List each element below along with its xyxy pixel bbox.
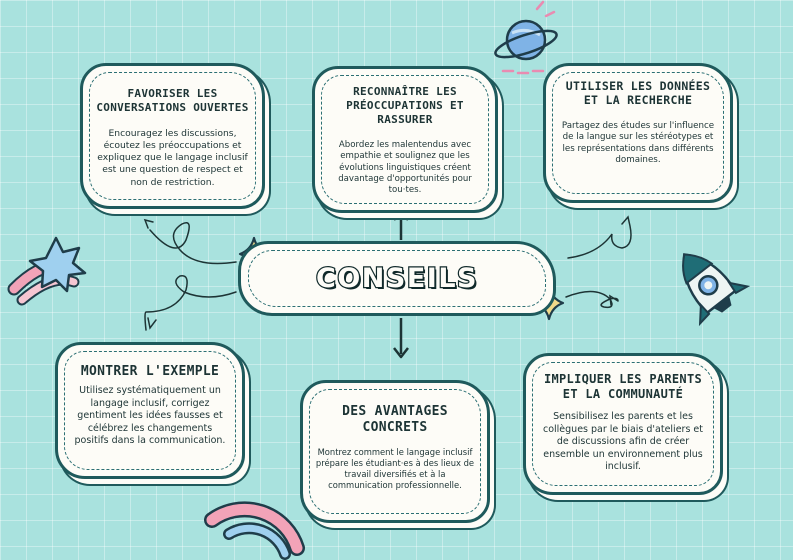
central-node: CONSEILS (238, 241, 556, 316)
card-impliquer: IMPLIQUER LES PARENTS ET LA COMMUNAUTÉ S… (523, 353, 723, 495)
connector-arrows (143, 215, 632, 331)
card-favoriser: FAVORISER LES CONVERSATIONS OUVERTES Enc… (80, 63, 265, 209)
card-title: DES AVANTAGES CONCRETS (342, 404, 448, 436)
card-text: Abordez les malentendus avec empathie et… (338, 140, 472, 196)
card-utiliser: UTILISER LES DONNÉES ET LA RECHERCHE Par… (543, 63, 733, 203)
card-avantages: DES AVANTAGES CONCRETS Montrez comment l… (300, 380, 490, 523)
rocket-icon (682, 253, 751, 327)
card-title: IMPLIQUER LES PARENTS ET LA COMMUNAUTÉ (543, 372, 703, 401)
card-text: Partagez des études sur l'influence de l… (561, 121, 715, 166)
card-text: Sensibilisez les parents et les collègue… (542, 411, 703, 473)
connector-up-arrow (393, 209, 409, 240)
central-title: CONSEILS (315, 262, 478, 295)
card-reconnaitre: RECONNAÎTRE LES PRÉOCCUPATIONS ET RASSUR… (312, 66, 498, 213)
card-text: Utilisez systématiquement un langage inc… (74, 385, 226, 447)
card-text: Montrez comment le langage inclusif prép… (315, 447, 475, 491)
card-title: UTILISER LES DONNÉES ET LA RECHERCHE (565, 79, 711, 108)
card-title: RECONNAÎTRE LES PRÉOCCUPATIONS ET RASSUR… (346, 85, 464, 126)
shooting-star-icon (7, 236, 87, 306)
card-montrer: MONTRER L'EXEMPLE Utilisez systématiquem… (55, 342, 245, 479)
connector-down-arrow (393, 318, 409, 359)
planet-icon (494, 0, 558, 75)
card-title: FAVORISER LES CONVERSATIONS OUVERTES (96, 87, 249, 114)
card-title: MONTRER L'EXEMPLE (80, 364, 220, 379)
rainbow-icon (204, 501, 305, 560)
card-text: Encouragez les discussions, écoutez les … (97, 128, 248, 188)
